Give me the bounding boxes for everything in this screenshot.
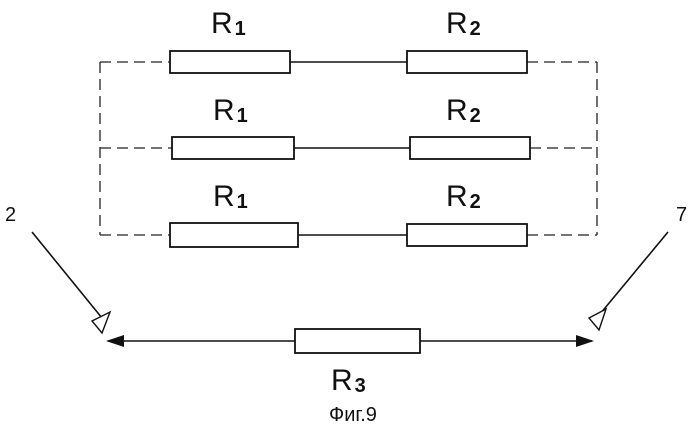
bottom-branch: R3	[106, 329, 594, 397]
left-terminal-triangle-icon	[92, 312, 110, 333]
resistor-r2-row-3	[407, 224, 527, 246]
terminal-left-number: 2	[5, 204, 16, 226]
left-arrowhead-icon	[106, 335, 124, 347]
branch-row-1: R1 R2	[170, 7, 527, 73]
branch-row-2: R1 R2	[172, 94, 530, 159]
resistor-r2-label-row-2: R2	[446, 94, 481, 127]
figure-caption: Фиг.9	[329, 404, 377, 426]
right-terminal-triangle-icon	[589, 309, 606, 330]
resistor-r3	[295, 329, 420, 353]
resistor-r2-label-row-3: R2	[446, 180, 481, 213]
terminal-right: 7	[589, 204, 687, 330]
resistor-r2-label-row-1: R2	[446, 7, 481, 40]
resistor-r1-label-row-3: R1	[213, 180, 248, 213]
resistor-r1-row-2	[172, 137, 294, 159]
resistor-r1-row-1	[170, 51, 290, 73]
terminal-left: 2	[5, 204, 110, 333]
resistor-r2-row-2	[410, 137, 530, 159]
right-arrowhead-icon	[576, 335, 594, 347]
resistor-r1-label-row-1: R1	[211, 7, 246, 40]
terminal-right-number: 7	[676, 204, 687, 226]
resistor-r3-label: R3	[331, 364, 366, 397]
resistor-r1-row-3	[170, 223, 298, 247]
branch-row-3: R1 R2	[170, 180, 527, 247]
resistor-r1-label-row-2: R1	[213, 94, 248, 127]
resistor-r2-row-1	[407, 51, 527, 73]
